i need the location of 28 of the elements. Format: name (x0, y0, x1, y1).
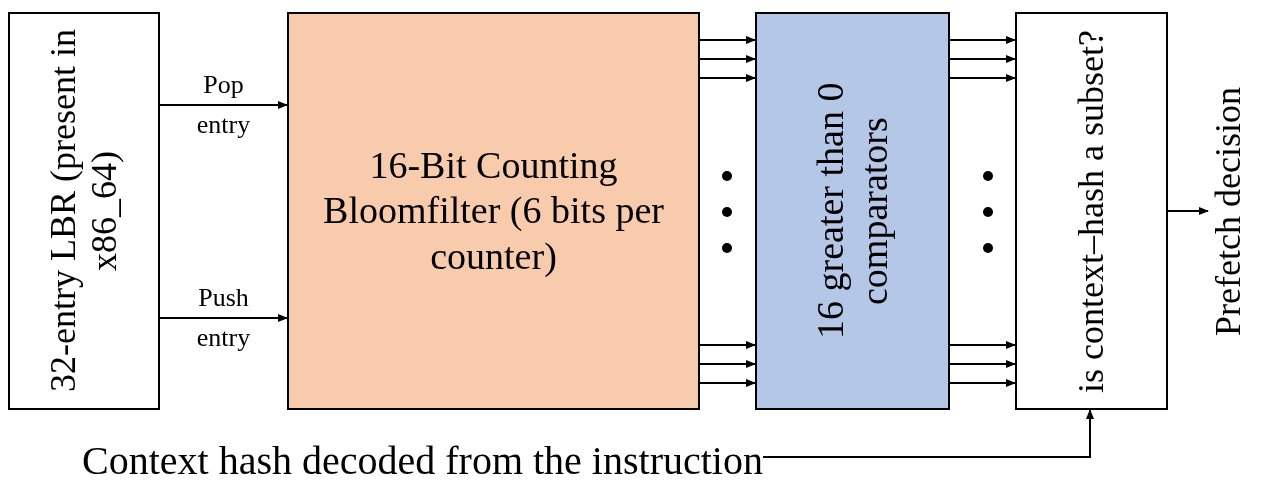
arrow (762, 409, 1094, 458)
input-label: Context hash decoded from the instruction (82, 437, 763, 482)
arrow (159, 314, 288, 322)
arrow (699, 36, 756, 44)
arrow (699, 360, 756, 368)
arrow (1167, 207, 1209, 215)
block-label: is context–hash a subset? (1070, 29, 1112, 393)
comparator-box (755, 12, 950, 410)
arrow (699, 74, 756, 82)
arrow (949, 379, 1016, 387)
arrow (699, 341, 756, 349)
arrow (949, 55, 1016, 63)
arrow (699, 379, 756, 387)
arrow (699, 55, 756, 63)
edge-label: Push entry (195, 282, 252, 354)
output-label: Prefetch decision (1208, 86, 1249, 336)
block-label: 16-Bit Counting Bloomfilter (6 bits per counter) (322, 142, 665, 279)
arrow (949, 360, 1016, 368)
arrow (949, 74, 1016, 82)
arrow (949, 36, 1016, 44)
arrow (949, 341, 1016, 349)
block-label: 32-entry LBR (present in x86_64) (42, 28, 125, 395)
edge-label: Pop entry (195, 69, 252, 141)
filter-box (287, 12, 700, 410)
arrow (159, 101, 288, 109)
register-box (8, 12, 160, 410)
block-label: 16 greater than 0 comparators (808, 81, 896, 342)
check-box (1015, 12, 1168, 410)
